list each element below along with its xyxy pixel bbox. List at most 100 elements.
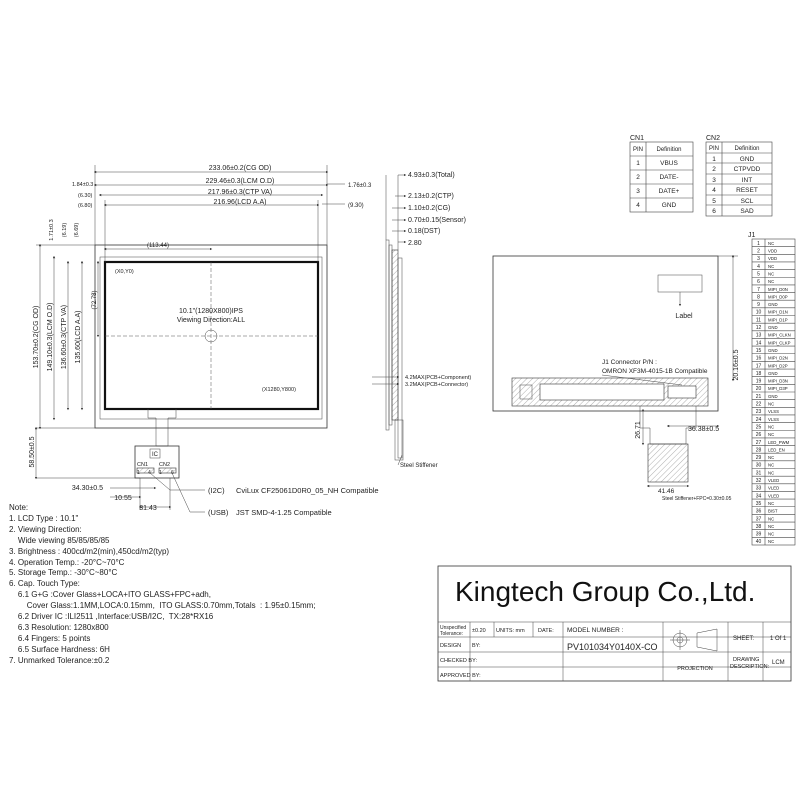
connector-callouts: (I2C) CviLux CF25061D0R0_05_NH Compatibl… (208, 486, 379, 517)
cn2-header-def: Definition (734, 146, 759, 152)
dim-lcm-od-v: 149.10±0.3(LCM O.D) (47, 303, 54, 372)
j1-pin-number: 21 (756, 394, 762, 400)
cn1-pin-1: 1 (636, 160, 640, 167)
dim-top-2: (6.19) (62, 223, 68, 238)
cn2-pin-3: 3 (712, 177, 716, 184)
dim-total: 4.93±0.3(Total) (408, 172, 455, 179)
note-line: 4. Operation Temp.: -20°C~70°C (9, 557, 125, 567)
j1-pin-number: 34 (756, 493, 762, 499)
j1-pin-number: 11 (756, 317, 761, 323)
note-line: 6.4 Fingers: 5 points (9, 633, 91, 643)
j1-pin-definition: NC (768, 470, 774, 475)
note-line: 6.1 G+G :Cover Glass+LOCA+ITO GLASS+FPC+… (9, 590, 211, 600)
j1-pin-definition: NC (768, 532, 774, 537)
j1-pin-definition: MIPI_CLKN (768, 333, 791, 338)
sheet-value: 1 Of 1 (770, 636, 787, 642)
note-line: 6. Cap. Touch Type: (9, 579, 80, 589)
projection-label: PROJECTION (677, 666, 712, 672)
j1-pin-number: 29 (756, 455, 762, 461)
cn1-def-3: DATE+ (659, 188, 680, 195)
front-view: 233.06±0.2(CG OD) 229.46±0.3(LCM O.D) 21… (29, 165, 372, 513)
note-line: 5. Storage Temp.: -30°C~80°C (9, 568, 118, 578)
j1-pin-number: 27 (756, 440, 762, 446)
dim-right-2: (9.30) (348, 203, 364, 209)
note-line: 6.2 Driver IC :ILI2511 ,Interface:USB/I2… (9, 612, 214, 622)
date-label: DATE: (538, 628, 554, 634)
notes-heading: Note: (9, 503, 29, 512)
j1-pin-definition: NC (768, 241, 774, 246)
j1-pin-definition: NC (768, 424, 774, 429)
tol-value: ±0.20 (472, 628, 486, 634)
note-line: 7. Unmarked Tolerance:±0.2 (9, 655, 110, 665)
j1-pin-definition: GND (768, 371, 778, 376)
corner-label: (X1280,Y800) (262, 387, 296, 393)
cn2-table: CN2 PIN Definition 1 GND 2 CTPVDD 3 INT … (705, 135, 773, 217)
lcm-outline (99, 256, 323, 420)
cn1-header-def: Definition (656, 147, 681, 153)
dim-left-2: (6.30) (78, 193, 93, 199)
j1-pin-number: 12 (756, 325, 762, 331)
cn2-def-6: SAD (740, 208, 754, 215)
usb-connector-text: JST SMD-4-1.25 Compatible (236, 508, 332, 517)
j1-pin-definition: MIPI_CLKP (768, 340, 791, 345)
back-outline (492, 255, 719, 412)
note-line: 6.5 Surface Hardness: 6H (9, 644, 110, 654)
dim-pcb-component: 4.2MAX(PCB+Component) (405, 375, 471, 381)
cn1-def-4: GND (662, 202, 677, 209)
j1-pin-number: 18 (756, 371, 762, 377)
dim-pcb-connector: 3.2MAX(PCB+Connector) (405, 382, 468, 388)
i2c-prefix: (I2C) (208, 486, 225, 495)
j1-pin-definition: GND (768, 325, 778, 330)
j1-pin-number: 1 (757, 241, 760, 247)
j1-pin-number: 8 (757, 294, 760, 300)
cn1-pin-2: 2 (636, 174, 640, 181)
steel-stiffener-label: Steel Stiffener (400, 463, 438, 469)
j1-pin-definition: VDD (768, 256, 777, 261)
cover-glass-outline (94, 244, 328, 429)
cn2-label: CN2 (159, 462, 170, 468)
j1-pin-definition: NC (768, 516, 774, 521)
j1-pin-definition: NC (768, 279, 774, 284)
cn2-pin-5: 5 (712, 198, 716, 205)
note-line: 3. Brightness : 400cd/m2(min),450cd/m2(t… (9, 546, 170, 556)
dim-left-1: 1.84±0.3 (72, 182, 93, 188)
j1-pin-number: 15 (756, 348, 762, 354)
cn2-def-3: INT (742, 177, 753, 184)
cn2-pin-4: 4 (712, 187, 716, 194)
j1-pin-definition: VDD (768, 249, 777, 254)
j1-pin-number: 14 (756, 340, 762, 346)
j1-pin-definition: VLSS (768, 417, 779, 422)
ic-chip (149, 448, 161, 459)
j1-pin-number: 33 (756, 486, 762, 492)
dim-top-1: 1.71±0.3 (49, 219, 55, 240)
j1-pin-number: 5 (757, 271, 760, 277)
side-view: 4.93±0.3(Total) 2.13±0.2(CTP) 1.10±0.2(C… (372, 172, 471, 469)
j1-pin-definition: LED_PWM (768, 440, 790, 445)
cn1-label: CN1 (137, 462, 148, 468)
back-view: Label J1 Connector P/N : OMRON XF3M-4015… (492, 254, 740, 502)
notes-block: Note:1. LCD Type : 10.1"2. Viewing Direc… (9, 503, 316, 667)
j1-pin-number: 13 (756, 333, 762, 339)
i2c-connector-text: CviLux CF25061D0R0_05_NH Compatible (236, 486, 379, 495)
dim-26-71: 26.71 (635, 421, 642, 439)
dim-ctp-va-h: 217.96±0.3(CTP VA) (208, 189, 272, 196)
j1-pin-definition: VLSS (768, 409, 779, 414)
j1-pin-definition: MIPI_D3P (768, 386, 788, 391)
j1-pin-number: 22 (756, 402, 762, 408)
j1-pn-value: OMRON XF3M-4015-1B Compatible (602, 368, 708, 375)
j1-pin-definition: NC (768, 501, 774, 506)
dim-ctp-va-v: 136.60±0.3(CTP VA) (61, 305, 68, 369)
dim-34: 34.30±0.5 (72, 485, 103, 492)
j1-pin-definition: VLED (768, 486, 779, 491)
j1-pin-number: 36 (756, 509, 762, 515)
dim-31: 31.43 (139, 505, 157, 512)
back-stiffener (647, 443, 689, 483)
dim-lcd-aa-h: 216.96(LCD A.A) (214, 199, 267, 206)
cn2-pin-6: 6 (712, 208, 716, 215)
dim-280: 2.80 (408, 240, 422, 247)
dim-41-46: 41.46 (658, 488, 675, 495)
j1-pin-number: 16 (756, 356, 762, 362)
approved-label: APPROVED BY: (440, 673, 481, 679)
j1-pin-definition: MIPI_D2P (768, 363, 788, 368)
